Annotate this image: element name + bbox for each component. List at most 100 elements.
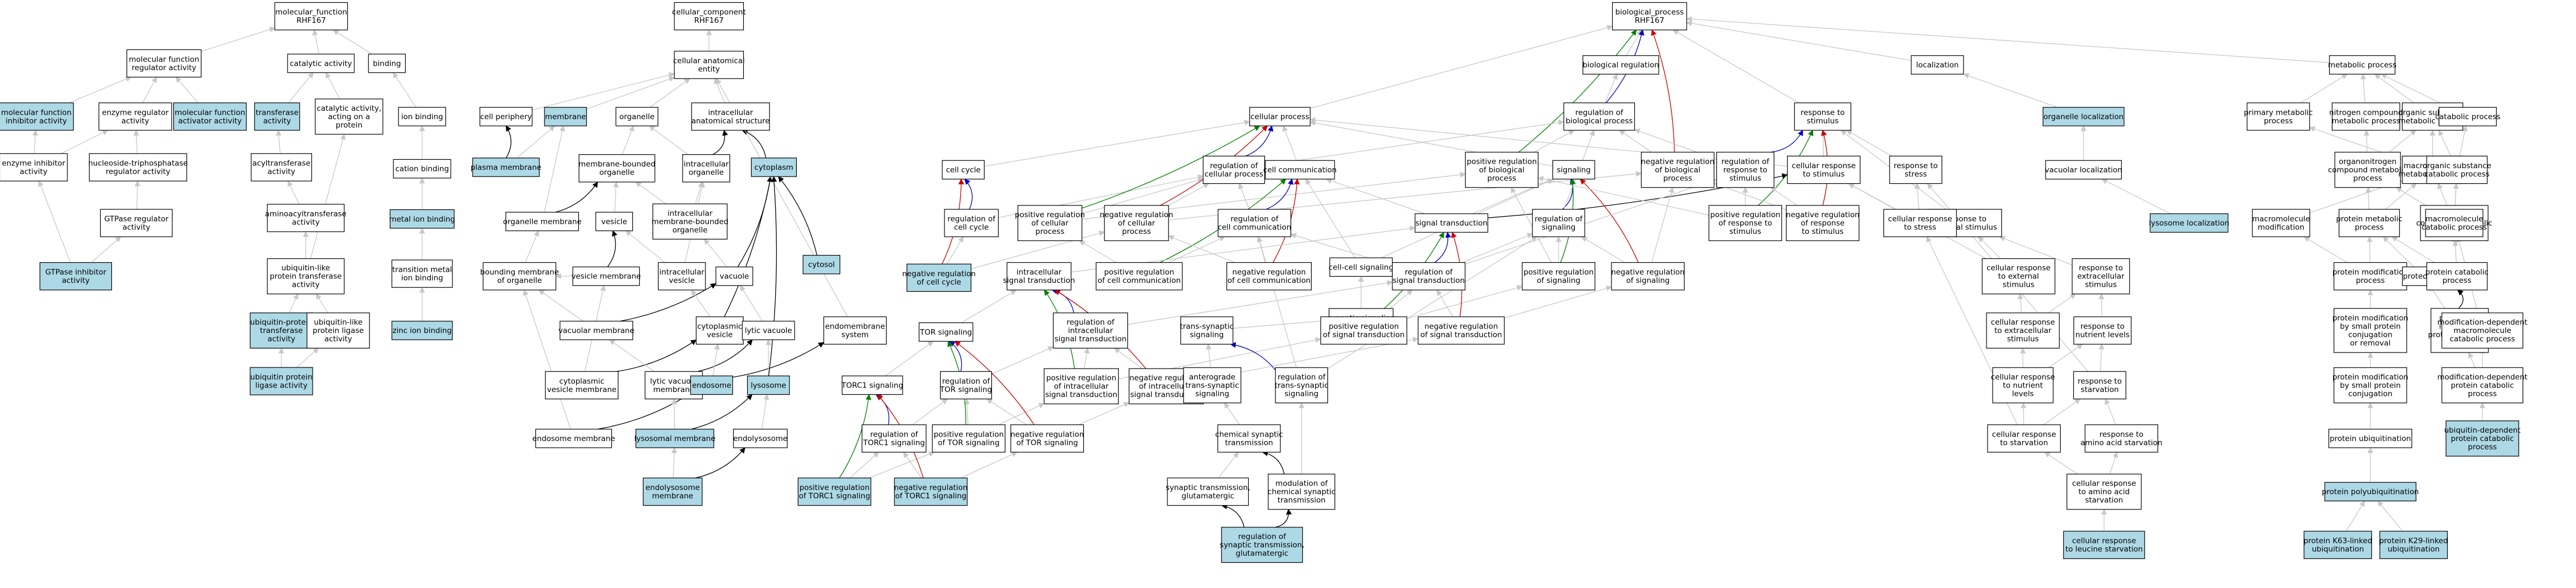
go-term-localization[interactable]: localization — [1911, 55, 1964, 75]
go-term-torc1[interactable]: TORC1 signaling — [841, 375, 903, 395]
go-term-metproc[interactable]: metabolic process — [2328, 55, 2397, 75]
go-term-catal[interactable]: catalytic activity — [287, 53, 355, 74]
go-term-catabol[interactable]: catabolic process — [2435, 107, 2500, 126]
go-term-lysomem[interactable]: lysosomal membrane — [634, 429, 715, 448]
go-term-binding[interactable]: binding — [368, 53, 406, 74]
go-term-vacloc[interactable]: vacuolar localization — [2045, 160, 2122, 180]
go-term-orgmem[interactable]: organelle membrane — [503, 212, 582, 232]
go-term-cellproc[interactable]: cellular process — [1249, 107, 1311, 126]
go-term-cytosol[interactable]: cytosol — [802, 254, 840, 275]
go-term-membrane[interactable]: membrane — [544, 107, 587, 126]
go-term-endosome[interactable]: endosome — [690, 375, 733, 395]
go-term-cellcellsig[interactable]: cell-cell signaling — [1328, 257, 1394, 277]
go-term-zincb[interactable]: zinc ion binding — [391, 321, 453, 340]
go-term-cytoplasm[interactable]: cytoplasm — [751, 158, 797, 177]
go-term-plasmam[interactable]: plasma membrane — [470, 158, 542, 177]
go-term-cationb[interactable]: cation binding — [393, 159, 451, 179]
go-term-endomem[interactable]: endosome membrane — [532, 429, 615, 448]
go-term-metalb[interactable]: metal ion binding — [389, 209, 455, 229]
go-term-cellcycle[interactable]: cell cycle — [942, 160, 985, 180]
go-term-protpoly[interactable]: protein polyubiquitination — [2322, 482, 2419, 502]
go-term-bioreg[interactable]: biological regulation — [1582, 55, 1659, 75]
go-term-protubiq[interactable]: protein ubiquitination — [2328, 429, 2412, 448]
go-term-cellper[interactable]: cell periphery — [479, 107, 533, 126]
go-term-vacmem[interactable]: vacuolar membrane — [558, 321, 634, 340]
go-term-endolys[interactable]: endolysosome — [733, 429, 788, 448]
go-term-vesicle[interactable]: vesicle — [595, 212, 633, 232]
go-term-tor[interactable]: TOR signaling — [918, 322, 973, 342]
go-term-orgloc[interactable]: organelle localization — [2042, 107, 2125, 126]
go-term-lyticvac[interactable]: lytic vacuole — [742, 321, 795, 340]
go-term-cellcomm[interactable]: cell communication — [1263, 160, 1337, 180]
go-term-vesmem[interactable]: vesicle membrane — [571, 266, 641, 286]
go-term-ionbind[interactable]: ion binding — [398, 107, 446, 126]
